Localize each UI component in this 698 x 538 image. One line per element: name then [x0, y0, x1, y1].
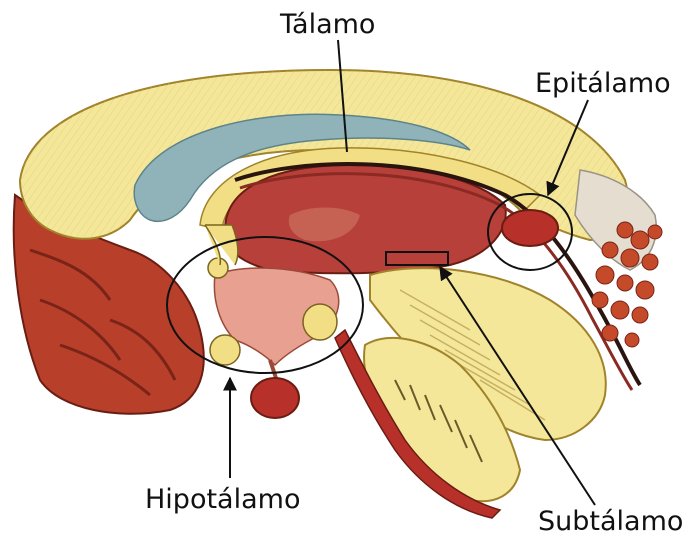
subthalamus-label: Subtálamo [538, 506, 683, 537]
epithalamus-label: Epitálamo [535, 68, 671, 99]
optic-chiasm [210, 335, 240, 365]
pituitary-gland [251, 378, 299, 418]
anterior-commissure [208, 258, 228, 278]
mammillary-body [303, 304, 337, 340]
thalamus-label: Tálamo [279, 9, 375, 40]
pineal-body [502, 210, 558, 246]
hypothalamus-label: Hipotálamo [145, 484, 300, 515]
